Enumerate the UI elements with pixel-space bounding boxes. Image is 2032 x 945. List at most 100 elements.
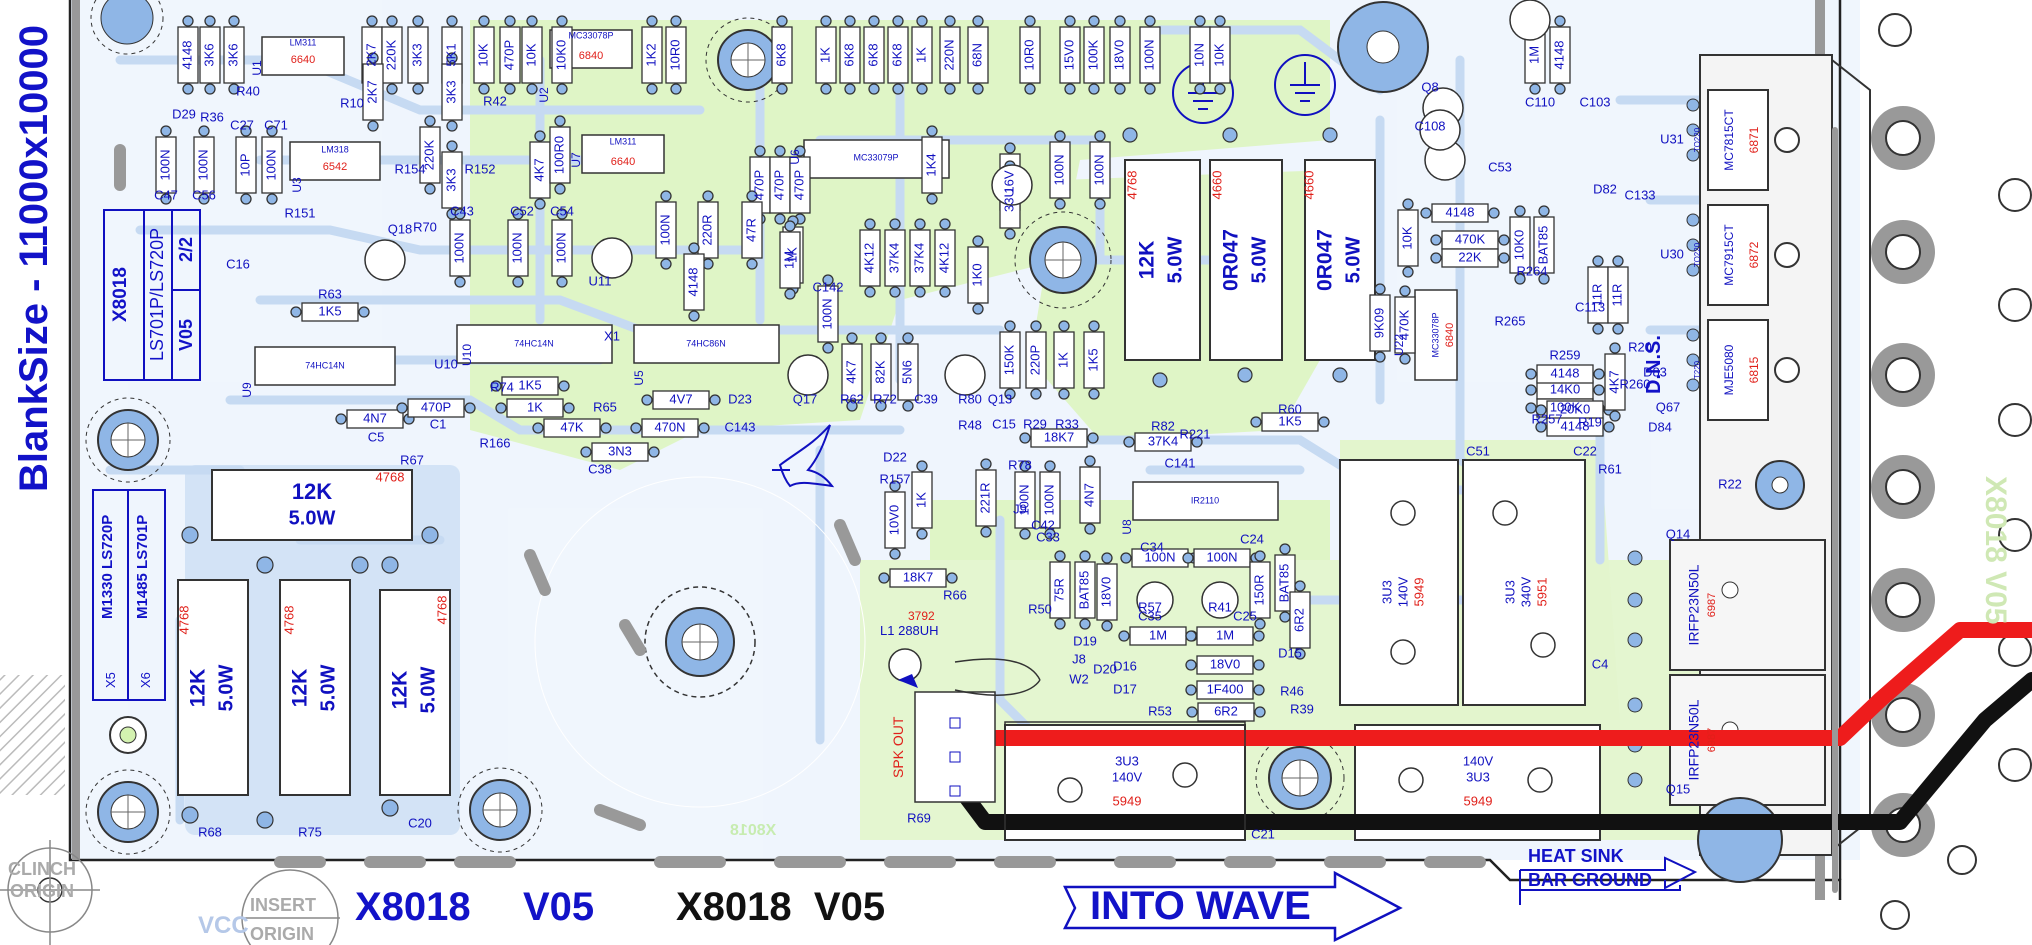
into-wave-label: INTO WAVE (1090, 884, 1311, 928)
pad (1024, 83, 1036, 95)
component-value: 100N (263, 149, 278, 180)
component-value: 6K8 (865, 43, 880, 66)
reference-designator: Q8 (1421, 79, 1438, 94)
component-value: 10K0 (1511, 230, 1526, 260)
component-value: 4K7 (1606, 370, 1621, 393)
pad (746, 258, 758, 270)
component-value: 3K6 (225, 43, 240, 66)
reference-designator: R69 (907, 810, 931, 825)
ic-bodies (254, 29, 1458, 521)
resistor-body (407, 398, 465, 418)
component-value: 10P (237, 153, 252, 176)
reference-designator: R70 (413, 219, 437, 234)
pad (1514, 205, 1526, 217)
resistor-body (1134, 432, 1192, 452)
heat-sink-arrow (1519, 856, 1698, 905)
reference-designator: D82 (1593, 181, 1617, 196)
pad (290, 306, 302, 318)
ic-code: 6840 (1444, 323, 1456, 347)
component-value: 47R (743, 218, 758, 242)
pad (1374, 351, 1386, 363)
regulators (1686, 89, 1800, 421)
pad (396, 402, 408, 414)
resistor-body (1083, 26, 1105, 84)
cap-code: 5951 (1534, 578, 1549, 607)
pad (980, 526, 992, 538)
clinch-origin-line2: ORIGIN (9, 881, 74, 901)
reference-designator: R78 (1008, 457, 1032, 472)
pad (646, 83, 658, 95)
component-value: 100R0 (551, 136, 566, 174)
bird-logo-icon (772, 424, 835, 488)
resistor-body (817, 285, 839, 343)
resistor-body (1369, 294, 1391, 352)
reference-designator: R67 (400, 452, 424, 467)
transistor-icon (364, 239, 406, 281)
ic-ref: U8 (1120, 519, 1134, 535)
resistor-body (1074, 561, 1096, 619)
resistor-body (1397, 209, 1419, 267)
pad (198, 193, 210, 205)
pad (1191, 436, 1203, 448)
capacitor-body (419, 126, 441, 184)
pad (1194, 83, 1206, 95)
component-value: 37K4 (886, 243, 901, 273)
reference-designator: C110 (1525, 94, 1555, 109)
resistor-body (863, 26, 885, 84)
pad (1592, 255, 1604, 267)
component-value: 100N (1206, 549, 1237, 564)
reference-designator: R75 (298, 824, 322, 839)
reference-designator: R53 (1148, 703, 1172, 718)
pad (1019, 432, 1031, 444)
component-value: 5K1 (443, 43, 458, 66)
mounting-hole-icon (1755, 460, 1805, 510)
ic-name: LM311 (290, 37, 317, 47)
component-value: 1K5 (318, 303, 341, 318)
reference-designator: R10 (340, 95, 364, 110)
resistor-body (967, 26, 989, 84)
mounting-hole-icon (1697, 797, 1783, 883)
resistor-body (1109, 26, 1131, 84)
resistor-body (999, 331, 1021, 389)
transistor-icon (1136, 581, 1174, 619)
capacitor-body (921, 136, 943, 194)
pad (1024, 15, 1036, 27)
pad (446, 52, 458, 64)
pad (1488, 207, 1500, 219)
mirror-text: X8018 V05 (1979, 475, 2012, 625)
resistor-body (1441, 248, 1499, 268)
blank-size-label: BlankSize - 11000x10000 (12, 24, 56, 492)
pad (1144, 83, 1156, 95)
component-value: 1K (817, 47, 832, 63)
component-value: 1K (784, 247, 799, 263)
resistor-body (897, 343, 919, 401)
pad (1214, 15, 1226, 27)
pad (646, 15, 658, 27)
resistor-body (1509, 216, 1531, 274)
bottom-code-blue: X8018 (355, 885, 471, 929)
clinch-origin-marker (0, 840, 100, 945)
pad (182, 83, 194, 95)
reference-designator: R68 (198, 824, 222, 839)
pad (1535, 404, 1547, 416)
component-value: 1M (1216, 627, 1234, 642)
reference-designator: R33 (1055, 416, 1079, 431)
resistor-body (301, 302, 359, 322)
slot-markers (114, 127, 1838, 893)
pad (554, 115, 566, 127)
power-resistor-value: 12K (289, 669, 312, 708)
component-value: 37K4 (911, 243, 926, 273)
pad (1044, 528, 1056, 540)
transistor-icon (1201, 581, 1239, 619)
component-value: 100N (553, 232, 568, 263)
transistor-icon (787, 354, 829, 396)
pad (446, 140, 458, 152)
pad (846, 400, 858, 412)
small-components (155, 15, 1629, 722)
ic-name: 74HC14N (305, 360, 345, 370)
component-value: 220R (699, 214, 714, 245)
component-value: 5N6 (899, 360, 914, 384)
pad (386, 83, 398, 95)
mount-box (92, 489, 166, 701)
pad (1294, 580, 1306, 592)
